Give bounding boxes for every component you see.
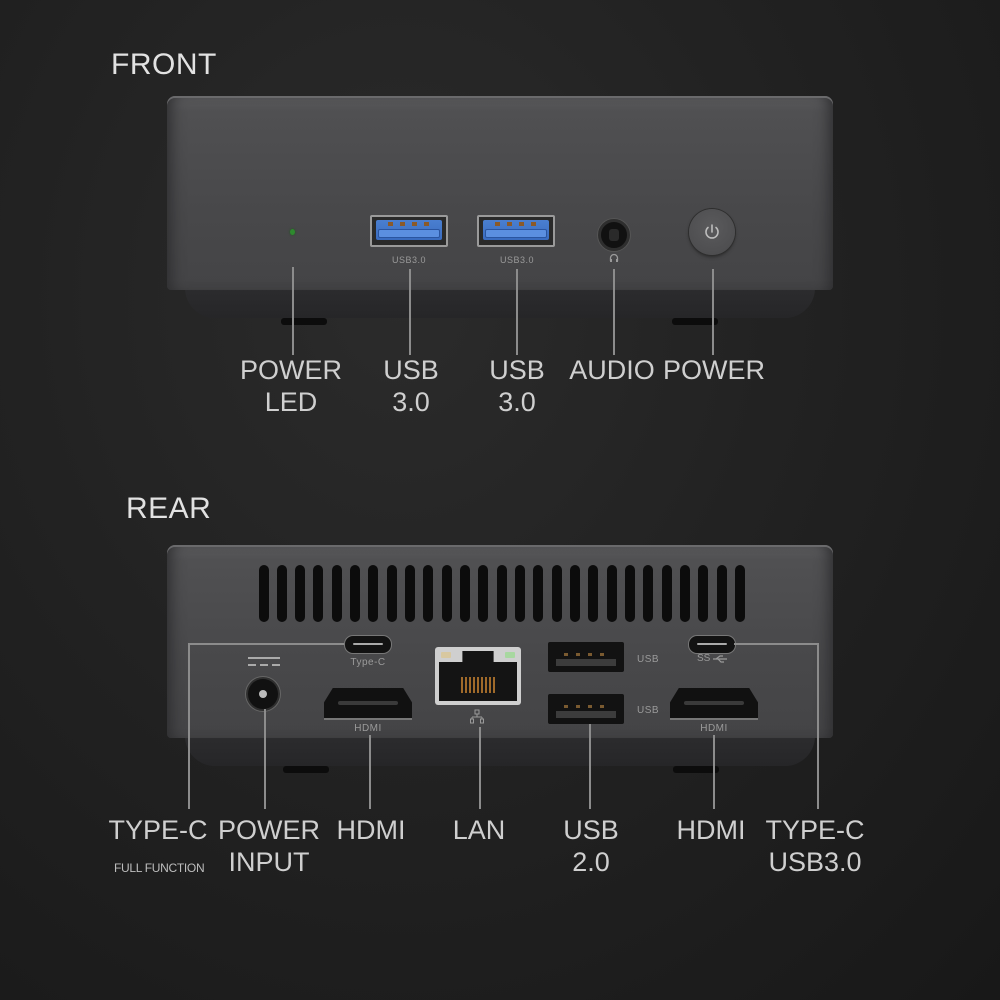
usb3-port-2 bbox=[477, 215, 555, 247]
callout-hline-typec-left bbox=[188, 643, 344, 645]
typec-mark-left: Type-C bbox=[350, 657, 386, 668]
superspeed-mark: SS bbox=[697, 653, 728, 664]
callout-line-usb3-1 bbox=[409, 269, 411, 355]
rear-device-base bbox=[185, 736, 815, 766]
callout-line-audio bbox=[613, 269, 615, 355]
front-device-base bbox=[185, 288, 815, 318]
callout-line-usb2 bbox=[589, 724, 591, 809]
label-power: POWER bbox=[662, 355, 766, 385]
hdmi-mark-left: HDMI bbox=[354, 723, 382, 734]
usb3-mark-2: USB3.0 bbox=[499, 255, 535, 265]
front-panel bbox=[167, 96, 833, 290]
callout-hline-typec-right bbox=[734, 643, 819, 645]
hdmi-port-left bbox=[324, 688, 412, 720]
callout-line-power-led bbox=[292, 267, 294, 355]
usb3-mark-1: USB3.0 bbox=[391, 255, 427, 265]
lan-port bbox=[435, 647, 521, 705]
power-led-indicator bbox=[290, 229, 295, 235]
usb3-port-1 bbox=[370, 215, 448, 247]
callout-line-typec-right bbox=[817, 643, 819, 809]
callout-line-hdmi-left bbox=[369, 735, 371, 809]
rear-section-title: REAR bbox=[126, 492, 212, 525]
front-foot-left bbox=[281, 318, 327, 325]
rear-foot-left bbox=[283, 766, 329, 773]
callout-line-hdmi-right bbox=[713, 735, 715, 809]
callout-line-typec-left bbox=[188, 643, 190, 809]
typec-port-right bbox=[688, 635, 736, 654]
power-button[interactable] bbox=[689, 209, 735, 255]
callout-line-lan bbox=[479, 727, 481, 809]
label-hdmi-right: HDMI bbox=[676, 815, 746, 845]
label-audio: AUDIO bbox=[569, 355, 655, 385]
typec-port-left bbox=[344, 635, 392, 654]
front-foot-right bbox=[672, 318, 718, 325]
callout-line-power-input bbox=[264, 709, 266, 809]
usb-trident-icon bbox=[713, 654, 728, 663]
usb-mark-bottom: USB bbox=[636, 705, 660, 716]
callout-line-usb3-2 bbox=[516, 269, 518, 355]
network-icon bbox=[470, 709, 484, 724]
hdmi-port-right bbox=[670, 688, 758, 720]
usb-mark-top: USB bbox=[636, 654, 660, 665]
label-typec-full-function: TYPE-C bbox=[108, 815, 208, 845]
power-icon bbox=[705, 224, 719, 239]
callout-line-power bbox=[712, 269, 714, 355]
dc-power-icon bbox=[248, 657, 280, 666]
hdmi-mark-right: HDMI bbox=[700, 723, 728, 734]
label-hdmi-left: HDMI bbox=[336, 815, 406, 845]
ss-text: SS bbox=[697, 653, 711, 664]
label-lan: LAN bbox=[452, 815, 506, 845]
dc-power-jack bbox=[248, 679, 278, 709]
rear-foot-right bbox=[673, 766, 719, 773]
usb2-port-bottom bbox=[548, 694, 624, 724]
usb2-port-top bbox=[548, 642, 624, 672]
front-section-title: FRONT bbox=[111, 48, 217, 81]
headphone-icon bbox=[609, 253, 619, 262]
label-full-function: FULL FUNCTION bbox=[114, 861, 205, 875]
audio-jack bbox=[598, 219, 630, 251]
